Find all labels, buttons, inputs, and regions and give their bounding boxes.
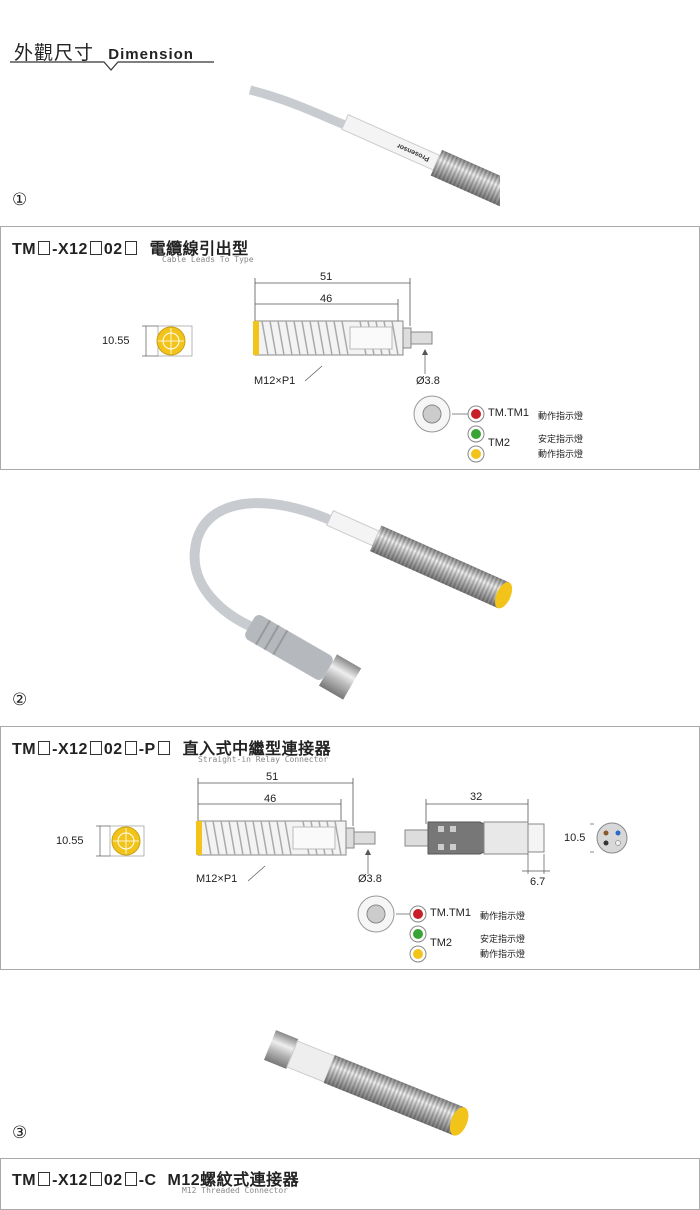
s1-led-red-desc: 動作指示燈 bbox=[538, 411, 584, 421]
s2-cable-dia: Ø3.8 bbox=[358, 873, 382, 885]
section-2-drawing bbox=[96, 778, 628, 963]
section-1-drawing bbox=[142, 278, 485, 463]
section-2-name-zh: 直入式中繼型連接器 bbox=[182, 741, 332, 758]
s2-conn-dia: 10.5 bbox=[564, 832, 586, 844]
s2-led-red: TM.TM1 bbox=[430, 907, 471, 919]
s2-led-red-desc: 動作指示燈 bbox=[480, 911, 526, 921]
section-3-name-en: M12 Threaded Connector bbox=[182, 1186, 288, 1195]
s1-led-yellow-desc: 動作指示燈 bbox=[538, 449, 584, 459]
title-en: Dimension bbox=[108, 46, 194, 63]
s1-dim-thread: 46 bbox=[320, 293, 333, 305]
photo-sensor-cable: Prosensor bbox=[248, 85, 500, 220]
s1-led-green: TM2 bbox=[488, 437, 510, 449]
title-underline bbox=[10, 61, 214, 71]
s1-dim-total: 51 bbox=[320, 271, 333, 283]
section-1-name-en: Cable Leads To Type bbox=[162, 255, 254, 264]
section-number-3: ③ bbox=[12, 1123, 28, 1143]
photo-sensor-connector bbox=[189, 498, 513, 700]
s2-dim-thread: 46 bbox=[264, 793, 277, 805]
s2-led-green-desc: 安定指示燈 bbox=[480, 934, 526, 944]
s2-dim-face: 10.55 bbox=[56, 835, 84, 847]
s1-thread-spec: M12×P1 bbox=[254, 375, 296, 387]
s2-led-green: TM2 bbox=[430, 937, 452, 949]
s2-conn-len: 32 bbox=[470, 791, 483, 803]
s2-dim-total: 51 bbox=[266, 771, 279, 783]
page-title: 外觀尺寸 Dimension bbox=[14, 38, 194, 65]
section-number-2: ② bbox=[12, 690, 28, 710]
s1-dim-face: 10.55 bbox=[102, 335, 130, 347]
s1-led-red: TM.TM1 bbox=[488, 407, 529, 419]
title-zh: 外觀尺寸 bbox=[14, 43, 95, 64]
section-1-name-zh: 電纜線引出型 bbox=[149, 241, 249, 258]
section-2-name-en: Straight-in Relay Connector bbox=[198, 755, 329, 764]
s2-conn-tip: 6.7 bbox=[530, 876, 546, 888]
s1-led-green-desc: 安定指示燈 bbox=[538, 434, 584, 444]
s2-led-yellow-desc: 動作指示燈 bbox=[480, 949, 526, 959]
photo-sensor-m12 bbox=[264, 1030, 469, 1136]
s2-thread-spec: M12×P1 bbox=[196, 873, 238, 885]
section-number-1: ① bbox=[12, 190, 28, 210]
s1-cable-dia: Ø3.8 bbox=[416, 375, 440, 387]
section-3-name-zh: M12螺紋式連接器 bbox=[167, 1172, 300, 1189]
